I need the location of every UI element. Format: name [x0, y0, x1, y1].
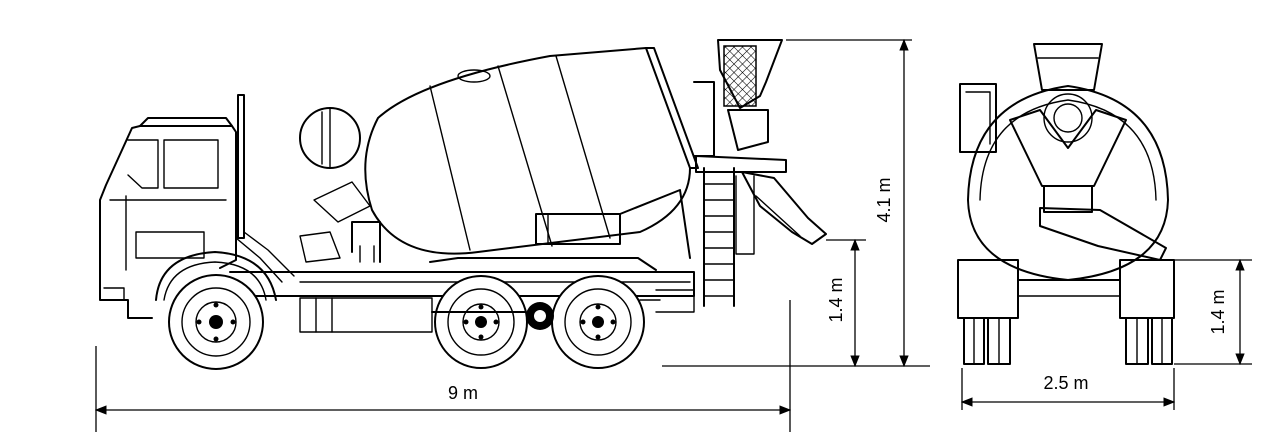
water-tank	[299, 107, 371, 263]
rear-height-label: 1.4 m	[1208, 289, 1228, 334]
mixer-drum	[351, 47, 699, 263]
cab	[99, 94, 295, 319]
length-label: 9 m	[448, 383, 478, 403]
hopper-assembly	[693, 39, 827, 307]
dimension-lines-rear	[960, 258, 1252, 410]
front-wheel	[155, 251, 277, 370]
axle-hub	[431, 302, 554, 330]
width-label: 2.5 m	[1043, 373, 1088, 393]
rear-wheel-2	[551, 275, 645, 369]
chute-height-label: 1.4 m	[826, 277, 846, 322]
dimension-lines-side	[94, 38, 930, 432]
truck-rear-view	[957, 43, 1175, 365]
rear-wheel-1	[434, 275, 528, 369]
height-label: 4.1 m	[874, 177, 894, 222]
truck-side-view	[99, 39, 827, 370]
